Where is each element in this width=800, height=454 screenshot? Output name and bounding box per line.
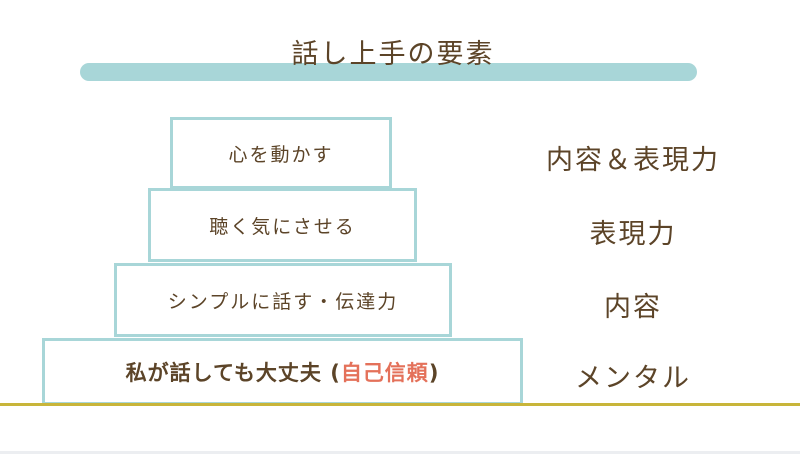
- text-end: ): [428, 360, 440, 385]
- category-label-3: 内容: [604, 292, 662, 323]
- text-main: 私が話しても大丈夫 (: [125, 360, 341, 385]
- text-highlight: 自己信頼: [340, 360, 429, 385]
- pyramid-level-text: シンプルに話す・伝達力: [167, 290, 399, 313]
- title-underline-bar: [80, 63, 697, 81]
- pyramid-level-4: 私が話しても大丈夫 (自己信頼): [42, 338, 523, 405]
- category-label-1: 内容＆表現力: [546, 145, 720, 176]
- ground-line: [0, 403, 800, 406]
- pyramid-level-text: 私が話しても大丈夫 (自己信頼): [126, 357, 440, 387]
- slide-title: 話し上手の要素: [291, 39, 495, 70]
- pyramid-level-text: 聴く気にさせる: [209, 215, 356, 238]
- category-label-2: 表現力: [589, 219, 677, 250]
- bottom-divider: [0, 451, 800, 454]
- pyramid-level-text: 心を動かす: [228, 143, 334, 166]
- pyramid-level-3: シンプルに話す・伝達力: [114, 263, 452, 337]
- category-label-4: メンタル: [575, 363, 691, 394]
- pyramid-level-1: 心を動かす: [170, 117, 392, 189]
- pyramid-level-2: 聴く気にさせる: [148, 188, 417, 262]
